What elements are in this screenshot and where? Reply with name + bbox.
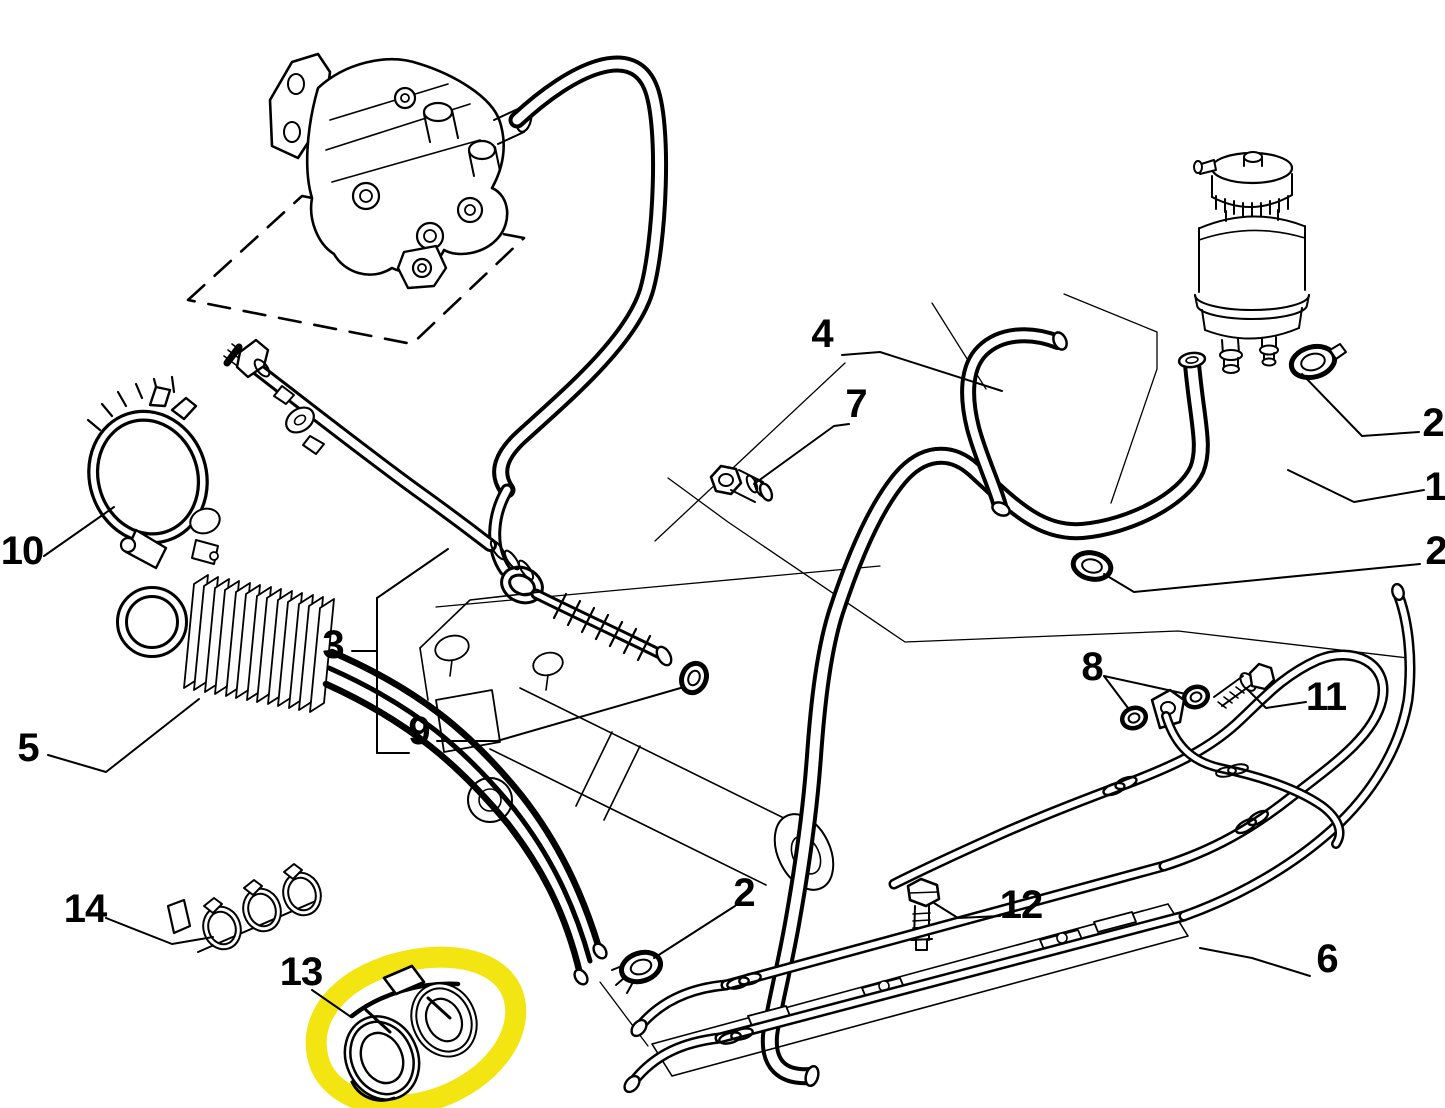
hose-8-assembly bbox=[1166, 716, 1340, 844]
mounting-outline-dashed bbox=[186, 194, 526, 346]
clamp-ring-2a bbox=[1288, 343, 1347, 381]
callout-2-top[interactable]: 2 bbox=[1422, 401, 1444, 445]
reservoir-illustration bbox=[1193, 151, 1310, 374]
callout-9[interactable]: 9 bbox=[408, 709, 430, 753]
pipe-clamp-13[interactable] bbox=[305, 946, 527, 1108]
callout-6[interactable]: 6 bbox=[1316, 937, 1338, 981]
callout-11[interactable]: 11 bbox=[1305, 675, 1347, 719]
callout-1[interactable]: 1 bbox=[1424, 465, 1445, 509]
pipe-collars bbox=[718, 775, 1270, 1045]
pipe-assembly-6 bbox=[623, 582, 1410, 1094]
clamp-ring-2c bbox=[611, 949, 664, 994]
callout-3[interactable]: 3 bbox=[322, 623, 344, 667]
clamp-ring-2b bbox=[1070, 550, 1114, 582]
exploded-guide-lines bbox=[435, 293, 1409, 1047]
washers-8 bbox=[1119, 684, 1211, 731]
bolt-11 bbox=[1213, 662, 1276, 709]
breather-hose-4 bbox=[968, 330, 1068, 517]
cooler-fins bbox=[183, 574, 335, 713]
leader-lines bbox=[43, 351, 1425, 1018]
clamps-14 bbox=[166, 863, 323, 952]
clamp-10 bbox=[77, 375, 223, 570]
callout-4[interactable]: 4 bbox=[811, 312, 833, 356]
banjo-bolt-7 bbox=[709, 464, 774, 503]
oring-9 bbox=[679, 660, 709, 696]
callout-5[interactable]: 5 bbox=[17, 726, 39, 770]
callout-2-washer[interactable]: 2 bbox=[733, 871, 755, 915]
callout-13[interactable]: 13 bbox=[279, 950, 323, 994]
suction-hose-1 bbox=[770, 351, 1206, 1088]
power-steering-pump-illustration bbox=[268, 52, 533, 290]
spring-wrap-ticks bbox=[552, 592, 652, 662]
callout-10[interactable]: 10 bbox=[0, 529, 44, 573]
callout-14[interactable]: 14 bbox=[63, 887, 107, 931]
highlight-ring bbox=[305, 946, 527, 1108]
cooler-illustration bbox=[122, 574, 608, 986]
callout-12[interactable]: 12 bbox=[999, 883, 1043, 927]
callout-2-mid[interactable]: 2 bbox=[1425, 529, 1445, 573]
bolt-12 bbox=[906, 877, 941, 951]
callout-7[interactable]: 7 bbox=[845, 382, 867, 426]
callout-8[interactable]: 8 bbox=[1081, 645, 1103, 689]
pressure-hose-illustration bbox=[495, 64, 673, 667]
feed-pipe-illustration bbox=[223, 338, 535, 581]
